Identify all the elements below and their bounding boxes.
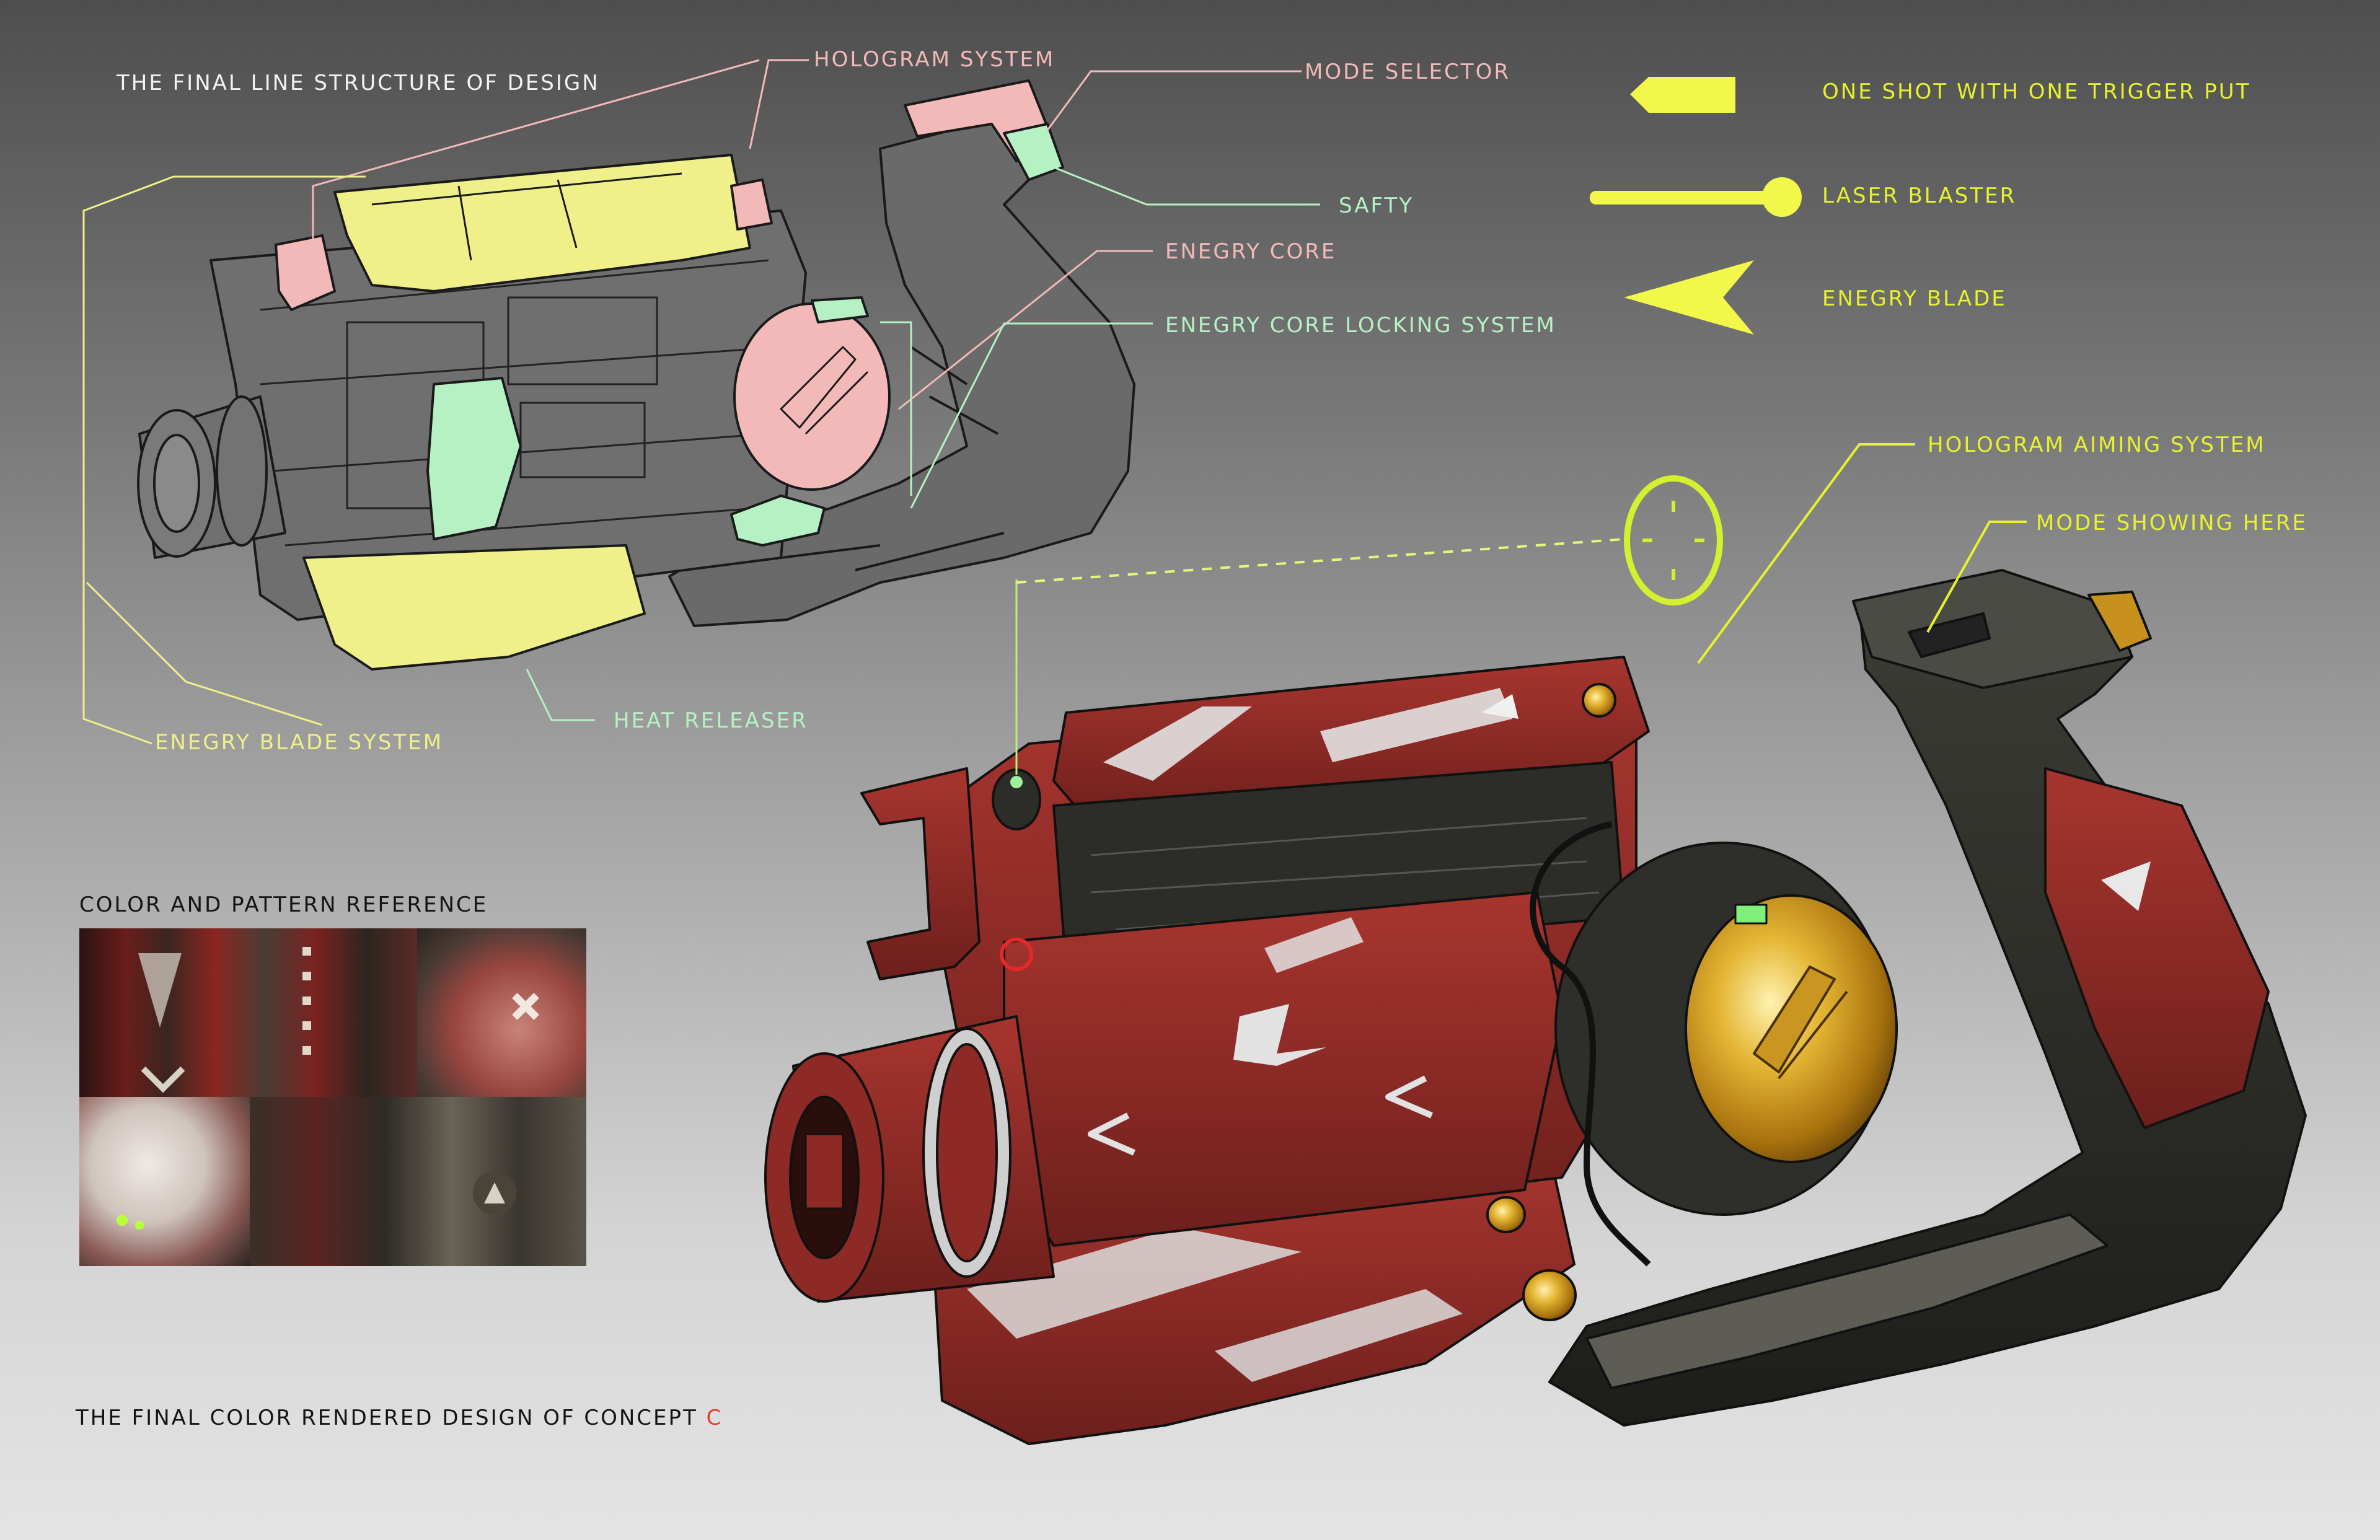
- concept-letter: C: [706, 1406, 723, 1430]
- hologram-aiming-graphic: [1015, 475, 1723, 775]
- callout-energy-core: ENEGRY CORE: [1165, 239, 1337, 264]
- render-mode-display: [1852, 569, 2133, 689]
- line-hologram-unit: [275, 234, 336, 311]
- laser-blaster-icon: [1762, 177, 1802, 217]
- ref-tile-gear-straps: [250, 1097, 586, 1266]
- render-red-marker: [1000, 938, 1033, 971]
- legend-icons: [1590, 77, 1802, 335]
- render-callout-leaders: [1697, 443, 2027, 664]
- legend-energy-blade-label: ENEGRY BLADE: [1822, 286, 2007, 311]
- render-grip-panel: [2044, 767, 2270, 1129]
- line-heat-releaser: [426, 377, 522, 540]
- energy-blade-icon: [1624, 260, 1754, 335]
- color-reference-title: COLOR AND PATTERN REFERENCE: [79, 892, 488, 917]
- line-grip: [668, 110, 1135, 627]
- one-shot-icon: [1630, 77, 1735, 113]
- ref-tile-white-helmet: [79, 1097, 250, 1266]
- ref-tile-spiked-helmet: [417, 928, 586, 1097]
- line-blade-system: [302, 544, 646, 671]
- final-render-title-text: THE FINAL COLOR RENDERED DESIGN OF CONCE…: [76, 1406, 707, 1430]
- holo-reticle-icon: [1624, 475, 1723, 605]
- callout-safty: SAFTY: [1339, 193, 1414, 218]
- line-top-housing: [333, 154, 751, 293]
- line-core-lock-top: [811, 296, 869, 323]
- render-weapon: [764, 569, 2307, 1445]
- callout-hologram-aiming: HOLOGRAM AIMING SYSTEM: [1928, 433, 2266, 457]
- line-energy-core: [733, 302, 891, 491]
- render-cable: [1530, 821, 1651, 1267]
- line-core-lock-bottom: [730, 495, 826, 547]
- line-structure-title: THE FINAL LINE STRUCTURE OF DESIGN: [117, 71, 600, 95]
- callout-energy-core-locking: ENEGRY CORE LOCKING SYSTEM: [1165, 313, 1556, 338]
- holo-beam-dashed: [1016, 538, 1624, 584]
- line-safety: [1003, 123, 1064, 181]
- callout-heat-releaser: HEAT RELEASER: [614, 708, 808, 733]
- render-grip: [1548, 575, 2307, 1427]
- render-mode-switch: [2087, 591, 2152, 652]
- callout-mode-selector: MODE SELECTOR: [1305, 59, 1510, 84]
- callout-energy-blade-system: ENEGRY BLADE SYSTEM: [155, 730, 444, 755]
- render-rear-bracket: [860, 767, 981, 980]
- final-render-title: THE FINAL COLOR RENDERED DESIGN OF CONCE…: [76, 1406, 723, 1430]
- callout-hologram-system: HOLOGRAM SYSTEM: [814, 47, 1056, 72]
- line-drawing: [137, 79, 1135, 671]
- callout-mode-showing: MODE SHOWING HERE: [2036, 511, 2307, 535]
- color-pattern-reference: [79, 928, 586, 1266]
- legend-one-shot-label: ONE SHOT WITH ONE TRIGGER PUT: [1822, 79, 2251, 104]
- laser-blaster-bar: [1590, 191, 1776, 205]
- legend-laser-blaster-label: LASER BLASTER: [1822, 183, 2017, 208]
- render-core-indicator: [1734, 904, 1768, 925]
- line-callout-leaders: [82, 59, 1320, 745]
- ref-tile-fabric-straps: [79, 928, 417, 1097]
- render-brass-knob: [1522, 1269, 1577, 1321]
